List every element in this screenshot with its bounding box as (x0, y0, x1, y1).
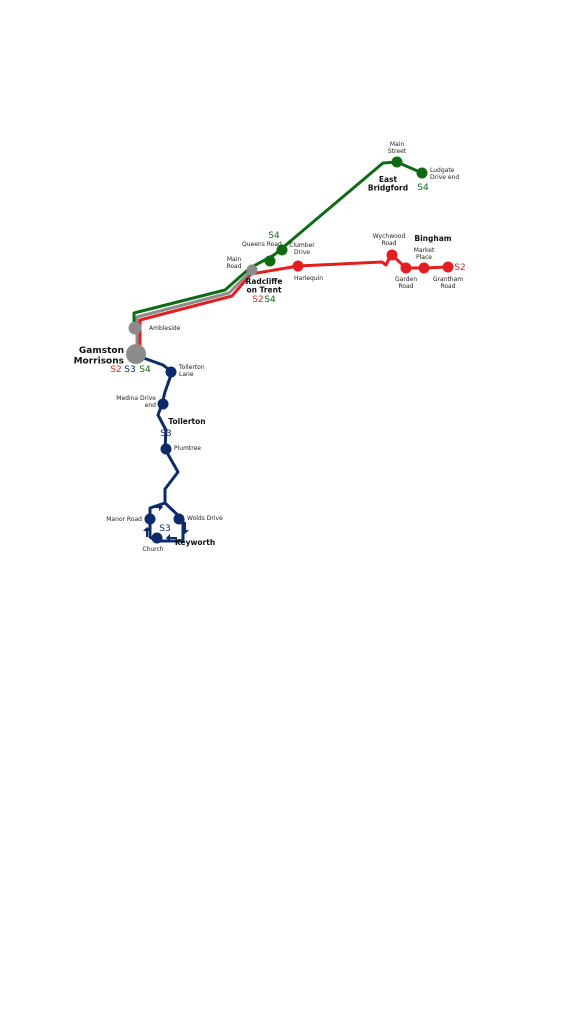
route-s2-label-gamston: S2 (110, 365, 121, 375)
stop-main-road[interactable] (246, 264, 258, 276)
label-church: Church (142, 546, 163, 553)
route-s4-label-queens-road: S4 (268, 231, 280, 241)
stop-garden-road[interactable] (400, 262, 412, 274)
arrow-left-icon (166, 534, 177, 542)
stop-queens-road[interactable] (264, 255, 276, 267)
label-queens-road: Queens Road (242, 241, 282, 248)
stop-medina-drive-end[interactable] (157, 398, 169, 410)
route-s3-label-keyworth: S3 (159, 524, 170, 534)
route-s4-label-gamston: S4 (139, 365, 151, 375)
stop-main-street[interactable] (391, 156, 403, 168)
stop-clumber-drive[interactable] (276, 244, 288, 256)
place-keyworth: Keyworth (175, 538, 215, 547)
stop-wolds-drive[interactable] (173, 513, 185, 525)
stop-church[interactable] (151, 532, 163, 544)
stop-ambleside[interactable] (128, 321, 142, 335)
route-s2-label-radcliffe: S2 (252, 295, 263, 305)
stop-wychwood-road[interactable] (386, 249, 398, 261)
stop-harlequin[interactable] (292, 260, 304, 272)
place-tollerton: Tollerton (168, 417, 205, 426)
arrow-right-icon (152, 503, 163, 511)
label-ambleside: Ambleside (149, 325, 181, 332)
arrow-down-icon (181, 522, 189, 534)
stop-market-place[interactable] (418, 262, 430, 274)
route-shared-line (135, 268, 254, 352)
stop-manor-road[interactable] (144, 513, 156, 525)
route-s4-label-radcliffe: S4 (264, 295, 276, 305)
stop-tollerton-lane[interactable] (165, 366, 177, 378)
stop-ludgate-drive-end[interactable] (416, 167, 428, 179)
arrow-up-icon (143, 527, 151, 537)
place-bingham: Bingham (414, 234, 451, 243)
stop-plumtree[interactable] (160, 443, 172, 455)
stop-gamston-morrisons[interactable] (126, 344, 146, 364)
route-s3-label-tollerton: S3 (160, 429, 171, 439)
route-s4-label-east-bridgford: S4 (417, 183, 429, 193)
label-wolds-drive: Wolds Drive (187, 515, 223, 522)
stop-grantham-road[interactable] (442, 261, 454, 273)
label-plumtree: Plumtree (174, 445, 201, 452)
route-s3-line (137, 354, 185, 543)
route-s2-line (138, 252, 449, 350)
route-s2-label-bingham: S2 (454, 263, 465, 273)
label-manor-road: Manor Road (106, 516, 142, 523)
route-s3-label-gamston: S3 (124, 365, 135, 375)
label-harlequin: Harlequin (294, 275, 323, 282)
